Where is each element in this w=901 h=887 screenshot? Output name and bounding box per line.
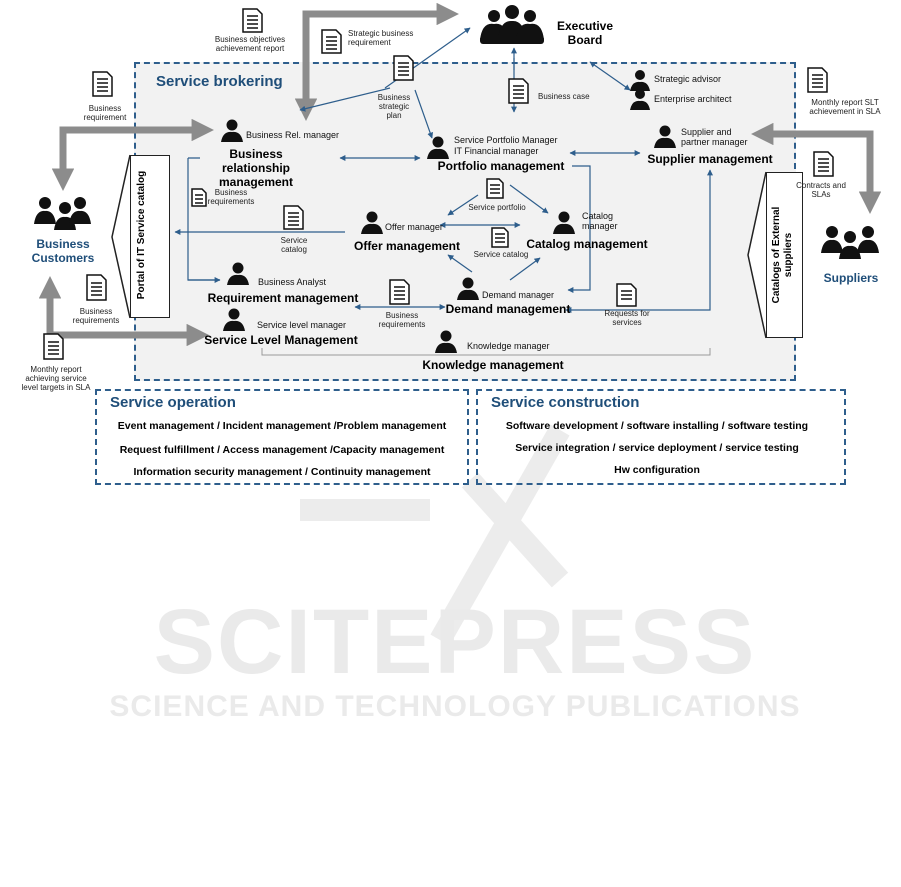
document-icon <box>283 205 304 230</box>
document-icon <box>491 227 509 248</box>
person-icon <box>227 262 249 285</box>
watermark-shape <box>430 424 570 646</box>
role-enterprise-architect: Enterprise architect <box>654 94 732 104</box>
watermark-main: SCITEPRESS <box>153 591 757 693</box>
doc-service-catalog: Service catalog <box>280 236 308 254</box>
executive-board-label: Executive Board <box>556 19 614 47</box>
document-icon <box>813 151 834 177</box>
role-supplier-partner-manager: Supplier and partner manager <box>681 127 748 147</box>
role-offer-manager: Offer manager <box>385 222 443 232</box>
document-icon <box>389 279 410 305</box>
service-construction-line: Service integration / service deployment… <box>515 442 799 454</box>
role-business-rel-manager: Business Rel. manager <box>246 130 340 140</box>
doc-business-objectives-report: Business objectives achievement report <box>214 35 286 53</box>
document-icon <box>321 29 342 54</box>
business-customers-icon <box>34 197 91 230</box>
person-icon <box>630 89 650 110</box>
document-icon <box>508 78 529 104</box>
service-construction-title: Service construction <box>491 394 640 411</box>
process-service-level: Service Level Management <box>204 333 358 347</box>
big-arrow-suppliers <box>751 122 882 214</box>
role-knowledge-manager: Knowledge manager <box>467 341 550 351</box>
person-icon <box>223 308 245 331</box>
service-construction-line: Software development / software installi… <box>505 420 809 432</box>
document-icon <box>242 8 263 33</box>
service-operation-title: Service operation <box>110 394 236 411</box>
doc-service-portfolio: Service portfolio <box>468 203 526 212</box>
person-icon <box>361 211 383 234</box>
person-icon <box>630 70 650 91</box>
document-icon <box>92 71 113 97</box>
doc-business-case: Business case <box>538 92 590 101</box>
service-construction-line: Hw configuration <box>614 464 700 476</box>
document-icon <box>191 188 207 207</box>
service-construction-panel <box>476 389 846 485</box>
doc-business-strategic-plan: Business strategic plan <box>377 93 411 120</box>
process-offer: Offer management <box>353 239 461 253</box>
document-icon <box>616 283 637 307</box>
process-catalog: Catalog management <box>526 237 648 251</box>
role-catalog-manager: Catalog manager <box>582 211 618 231</box>
process-supplier: Supplier management <box>647 152 773 166</box>
suppliers-icon <box>821 226 879 259</box>
doc-business-requirements-demand: Business requirements <box>378 311 426 329</box>
doc-business-requirements-portal: Business requirements <box>207 188 255 206</box>
person-icon <box>221 119 243 142</box>
doc-contracts-slas: Contracts and SLAs <box>796 181 846 199</box>
process-requirement: Requirement management <box>207 291 359 305</box>
document-icon <box>86 274 107 301</box>
doc-business-requirements-left: Business requirements <box>72 307 120 325</box>
document-icon <box>393 55 414 81</box>
person-icon <box>435 330 457 353</box>
business-customers-label: Business Customers <box>31 237 95 265</box>
service-operation-line: Event management / Incident management /… <box>117 420 447 432</box>
doc-service-catalog-small: Service catalog <box>473 250 529 259</box>
document-icon <box>807 67 828 93</box>
role-it-financial-manager: IT Financial manager <box>454 146 539 156</box>
process-business-relationship: Business relationship management <box>218 147 294 189</box>
document-icon <box>43 333 64 360</box>
doc-monthly-report-slt: Monthly report SLT achievement in SLA <box>809 98 881 116</box>
person-icon <box>654 125 676 148</box>
service-brokering-title: Service brokering <box>156 73 283 90</box>
role-service-portfolio-manager: Service Portfolio Manager <box>454 135 558 145</box>
suppliers-label: Suppliers <box>823 271 879 285</box>
role-business-analyst: Business Analyst <box>258 277 327 287</box>
role-strategic-advisor: Strategic advisor <box>654 74 722 84</box>
document-icon <box>486 178 504 199</box>
big-arrow-customers-brm <box>51 118 214 191</box>
doc-monthly-report-service-level: Monthly report achieving service level t… <box>21 365 91 392</box>
person-icon <box>553 211 575 234</box>
executive-board-icon <box>480 5 544 44</box>
doc-requests-for-services: Requests for services <box>604 309 650 327</box>
process-demand: Demand management <box>445 302 571 316</box>
doc-strategic-business-requirement: Strategic business requirement <box>348 29 414 47</box>
doc-business-requirement: Business requirement <box>83 104 127 122</box>
service-operation-line: Request fulfillment / Access management … <box>119 444 445 456</box>
person-icon <box>427 136 449 159</box>
service-operation-panel <box>95 389 469 485</box>
service-operation-line: Information security management / Contin… <box>133 466 431 478</box>
role-demand-manager: Demand manager <box>482 290 555 300</box>
person-icon <box>457 277 479 300</box>
process-knowledge: Knowledge management <box>422 358 564 372</box>
role-service-level-manager: Service level manager <box>257 320 347 330</box>
watermark-sub: SCIENCE AND TECHNOLOGY PUBLICATIONS <box>109 690 801 723</box>
process-portfolio: Portfolio management <box>437 159 565 173</box>
